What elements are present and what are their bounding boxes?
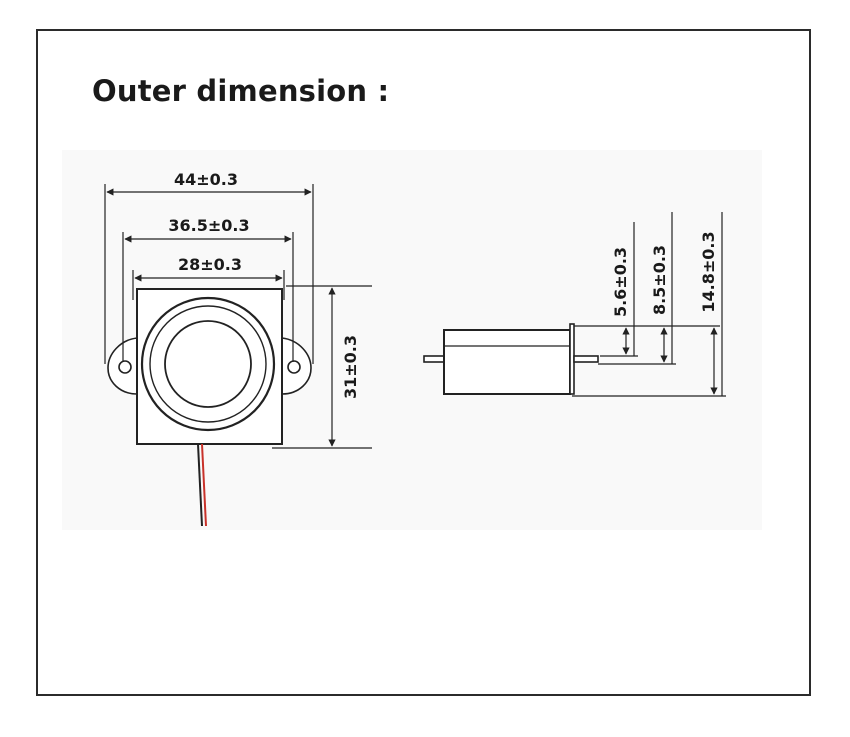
side-body bbox=[443, 329, 571, 395]
overall-width-label: 44±0.3 bbox=[174, 170, 238, 189]
pin-offset-label: 5.6±0.3 bbox=[611, 247, 630, 317]
lead-wires bbox=[197, 443, 207, 527]
height-label: 31±0.3 bbox=[341, 335, 360, 399]
square-body bbox=[136, 288, 283, 445]
flange-width-label: 36.5±0.3 bbox=[168, 216, 249, 235]
side-view bbox=[423, 323, 599, 395]
outer-ring bbox=[140, 296, 276, 432]
middle-ring bbox=[149, 305, 267, 423]
left-mounting-hole bbox=[118, 360, 132, 374]
right-mounting-ear bbox=[281, 337, 312, 395]
front-view bbox=[107, 288, 312, 445]
right-mounting-hole bbox=[287, 360, 301, 374]
left-pin bbox=[423, 355, 445, 363]
page-title: Outer dimension : bbox=[92, 74, 390, 108]
total-depth-label: 14.8±0.3 bbox=[699, 231, 718, 312]
right-pin bbox=[573, 355, 599, 363]
width-dimension-lines bbox=[104, 184, 372, 449]
body-width-label: 28±0.3 bbox=[178, 255, 242, 274]
inner-ring bbox=[164, 320, 252, 408]
depth-dimension-lines bbox=[572, 212, 726, 397]
body-depth-label: 8.5±0.3 bbox=[650, 245, 669, 315]
